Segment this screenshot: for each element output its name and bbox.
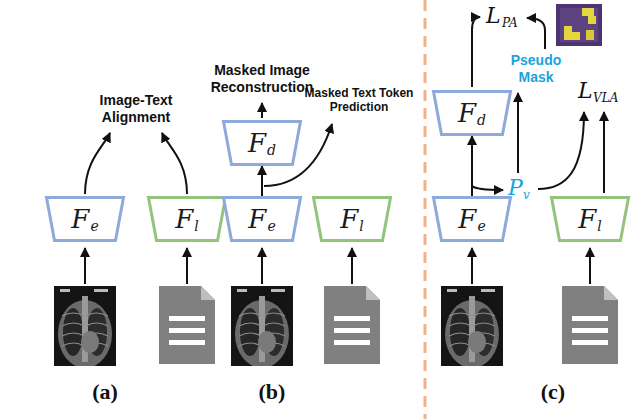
module-subscript: e [267, 219, 275, 233]
report-icon [562, 286, 618, 364]
module-symbol: F [340, 206, 358, 232]
module-label: Fe [248, 206, 275, 232]
pseudo-mask-label: Pseudo Mask [505, 52, 567, 86]
trapezoid-shape [314, 198, 391, 241]
report-icon [159, 286, 215, 364]
encoder-block: Fe [432, 196, 512, 242]
module-label: Fl [340, 206, 364, 232]
panel-letter: (b) [247, 380, 297, 404]
input-arrow [351, 248, 353, 284]
module-symbol: F [248, 130, 266, 156]
module-symbol: F [71, 206, 89, 232]
module-label: Fl [175, 206, 199, 232]
module-subscript: l [359, 219, 363, 233]
module-symbol: F [578, 206, 596, 232]
encoder-block: Fe [45, 196, 125, 242]
input-arrow [261, 248, 263, 284]
module-symbol: F [458, 206, 476, 232]
trapezoid-shape [224, 198, 301, 241]
projector-subscript: v [523, 189, 530, 203]
module-subscript: e [90, 219, 98, 233]
module-label: Fe [71, 206, 98, 232]
trapezoid-shape [552, 198, 629, 241]
module-symbol: F [458, 100, 476, 126]
xray-image [54, 286, 116, 368]
output-arrow [261, 103, 263, 118]
module-subscript: l [194, 219, 198, 233]
loss-subscript: VLA [593, 92, 618, 106]
panel-letter: (a) [80, 380, 130, 404]
module-subscript: d [267, 143, 276, 157]
output-arrow [603, 112, 605, 193]
encoder-block: Fd [432, 90, 512, 136]
module-label: Fd [248, 130, 276, 156]
output-arrow [85, 133, 110, 194]
output-label: Masked Text Token Prediction [300, 86, 418, 115]
encoder-block: Fl [147, 196, 227, 242]
xray-image [441, 286, 503, 368]
encoder-block: Fe [222, 196, 302, 242]
trapezoid-shape [434, 198, 511, 241]
encoder-block: Fd [222, 120, 302, 166]
flow-connector [261, 166, 263, 196]
flow-connector [471, 136, 473, 196]
module-subscript: d [477, 113, 486, 127]
trapezoid-shape [224, 122, 301, 165]
output-label: Image-Text Alignment [90, 92, 182, 126]
flow-arrows [85, 17, 604, 284]
module-label: Fl [578, 206, 602, 232]
output-arrow [162, 133, 187, 194]
input-arrow [186, 248, 188, 284]
output-arrow [472, 17, 480, 87]
output-arrow [517, 93, 519, 173]
module-subscript: l [597, 219, 601, 233]
module-subscript: e [477, 219, 485, 233]
panel-divider [424, 0, 427, 419]
projector-symbol: P [508, 175, 523, 200]
output-arrow [527, 18, 545, 49]
loss-subscript: PA [502, 17, 518, 31]
module-symbol: F [175, 206, 193, 232]
loss-symbol: L [486, 3, 501, 28]
loss-symbol: L [578, 78, 593, 103]
pseudo-mask-image [556, 4, 602, 46]
module-label: Fe [458, 206, 485, 232]
xray-image [231, 286, 293, 368]
module-symbol: F [248, 206, 266, 232]
trapezoid-shape [47, 198, 124, 241]
branch-arrow [472, 186, 503, 190]
input-arrow [589, 248, 591, 284]
output-arrow [538, 112, 584, 189]
encoder-block: Fl [312, 196, 392, 242]
input-arrow [84, 248, 86, 284]
encoder-block: Fl [550, 196, 630, 242]
report-icon [324, 286, 380, 364]
input-arrow [471, 248, 473, 284]
trapezoid-shape [434, 92, 511, 135]
trapezoid-shape [149, 198, 226, 241]
module-label: Fd [458, 100, 486, 126]
panel-letter: (c) [528, 380, 578, 404]
